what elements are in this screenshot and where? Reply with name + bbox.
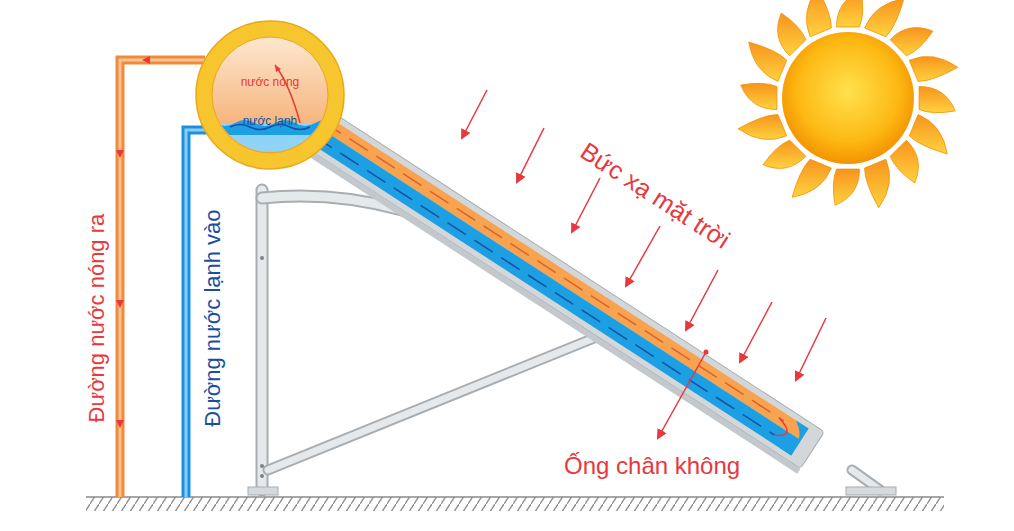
sun-ray — [890, 28, 933, 56]
pipe-label: Đường nước nóng ra — [85, 214, 109, 423]
storage-tank: nước nóng nước lạnh — [195, 20, 345, 170]
sun-ray — [833, 169, 859, 205]
pipe-label: Đường nước lạnh vào — [200, 209, 224, 426]
part-label: Ống chân không — [564, 453, 740, 479]
radiation-arrows — [462, 90, 826, 380]
leader-dot — [704, 350, 709, 355]
sun — [782, 32, 914, 164]
sun-ray — [763, 140, 806, 168]
tank-label: nước lạnh — [195, 115, 345, 128]
sun-ray — [865, 0, 904, 37]
tank-label: nước nóng — [195, 76, 345, 89]
sun-ray — [865, 159, 890, 208]
ground-line — [86, 496, 944, 498]
bolts — [260, 210, 614, 478]
vacuum-tube — [294, 105, 824, 474]
sun-ray — [837, 0, 863, 27]
sun-ray — [778, 13, 806, 56]
foot — [248, 487, 278, 495]
leader-line — [658, 352, 706, 438]
sun-ray — [806, 0, 831, 37]
sun-ray — [749, 42, 787, 81]
radiation-label: Bức xạ mặt trời — [575, 137, 734, 254]
sun-rays — [738, 0, 958, 208]
foot — [846, 487, 896, 495]
sun-ray — [909, 56, 958, 81]
tank-shape — [195, 20, 345, 170]
flow-arrows — [116, 56, 150, 428]
sun-ray — [909, 115, 947, 154]
ground-hatch — [86, 497, 944, 511]
sun-ray — [792, 159, 831, 197]
sun-ray — [738, 115, 787, 140]
sun-ray — [890, 140, 918, 183]
sun-ray — [919, 87, 955, 113]
sun-ray — [741, 83, 777, 109]
